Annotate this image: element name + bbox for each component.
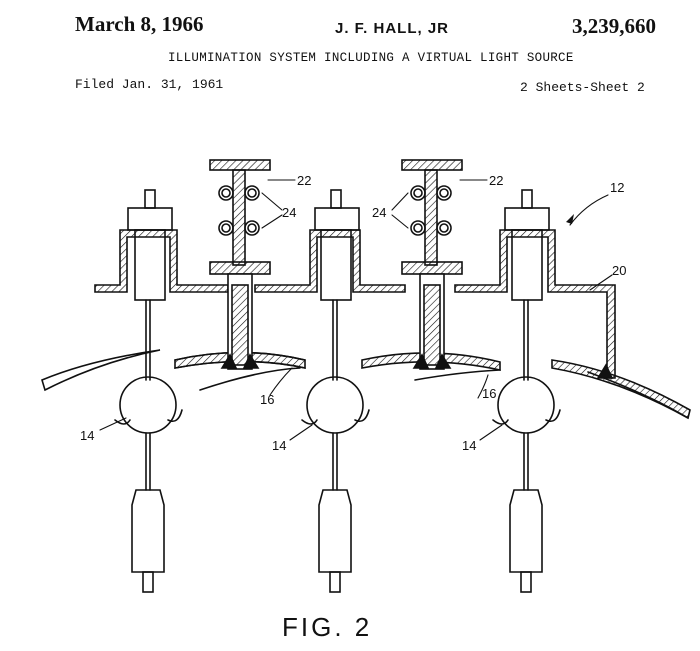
lamp-assembly-right [492, 189, 561, 593]
lamp-assembly-left [114, 189, 183, 593]
patent-number: 3,239,660 [572, 14, 656, 38]
ref-14-middle: 14 [272, 438, 286, 453]
ref-16-left: 16 [260, 392, 274, 407]
ref-14-left: 14 [80, 428, 94, 443]
reflector-segments [41, 349, 691, 420]
ref-16-right: 16 [482, 386, 496, 401]
leader-lines [99, 179, 613, 441]
inventor-name: J. F. HALL, JR [335, 20, 450, 37]
filing-date: Filed Jan. 31, 1961 [75, 77, 224, 92]
lamp-assembly-middle [301, 189, 370, 593]
figure-caption: FIG. 2 [282, 612, 373, 642]
patent-date: March 8, 1966 [75, 12, 204, 36]
ref-12: 12 [610, 180, 624, 195]
ref-14-right: 14 [462, 438, 476, 453]
sheet-number: 2 Sheets-Sheet 2 [520, 80, 645, 95]
patent-title: ILLUMINATION SYSTEM INCLUDING A VIRTUAL … [168, 51, 574, 65]
housing-duct [94, 229, 616, 379]
support-brackets [209, 159, 614, 379]
ref-24-right: 24 [372, 205, 386, 220]
ref-22-left: 22 [297, 173, 311, 188]
ref-24-left: 24 [282, 205, 296, 220]
ref-22-right: 22 [489, 173, 503, 188]
coolant-tubes [218, 185, 452, 236]
ref-20: 20 [612, 263, 626, 278]
